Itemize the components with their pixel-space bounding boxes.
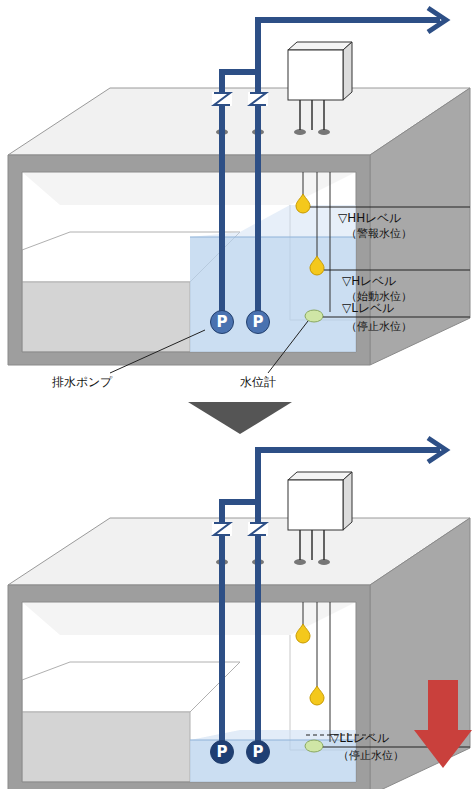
level-note: （停止水位） xyxy=(338,750,404,762)
pit-structure xyxy=(8,518,470,789)
pump-letter: P xyxy=(217,313,228,331)
leader-line xyxy=(268,321,308,373)
level-line xyxy=(324,270,470,271)
leader-line xyxy=(110,330,205,373)
level-label: ▽Lレベル xyxy=(342,302,394,315)
drop-arrow-shaft xyxy=(428,680,458,730)
callout-label: 水位計 xyxy=(240,376,276,389)
transition-arrow xyxy=(188,402,292,434)
level-note: （停止水位） xyxy=(346,321,412,333)
pump-letter: P xyxy=(217,743,228,761)
pit-equipment xyxy=(212,8,446,318)
sensor-cable xyxy=(330,602,331,742)
pump-symbol: P xyxy=(210,310,234,334)
level-label: ▽Hレベル xyxy=(342,275,396,288)
level-note: （警報水位） xyxy=(346,228,412,240)
level-label: ▽LLレベル xyxy=(330,732,389,745)
level-label: ▽HHレベル xyxy=(338,212,401,225)
level-line xyxy=(310,207,470,208)
level-line xyxy=(323,317,470,318)
pit-equipment xyxy=(212,438,446,748)
bottom-panel xyxy=(8,438,472,789)
pump-symbol: P xyxy=(246,310,270,334)
water-surface xyxy=(190,237,356,238)
drop-arrow-head xyxy=(414,730,472,768)
sensor-cable xyxy=(330,172,331,312)
pit-structure xyxy=(8,88,470,365)
water xyxy=(190,740,356,782)
water xyxy=(190,205,356,237)
pump-letter: P xyxy=(253,313,264,331)
callout-label: 排水ポンプ xyxy=(52,376,112,389)
level-gauge xyxy=(305,740,323,752)
pump-symbol: P xyxy=(246,740,270,764)
pump-symbol: P xyxy=(210,740,234,764)
water xyxy=(190,237,356,352)
pump-letter: P xyxy=(253,743,264,761)
level-gauge xyxy=(305,310,323,322)
